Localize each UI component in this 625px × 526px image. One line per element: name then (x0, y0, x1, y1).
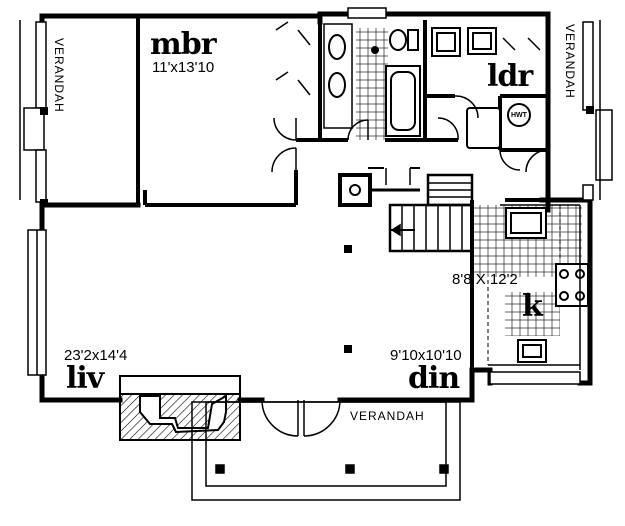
room-size-mbr: 11'x13'10 (152, 59, 215, 76)
bath-fixtures (323, 23, 421, 137)
room-name-liv: liv (66, 361, 104, 396)
room-size-din: 9'10x10'10 (390, 347, 462, 364)
verandah-label-right: VERANDAH (563, 24, 577, 99)
room-name-kitchen: k (522, 289, 543, 324)
verandahs (19, 20, 601, 501)
room-size-liv: 23'2x14'4 (64, 347, 128, 364)
room-name-ldr: ldr (487, 59, 533, 94)
kitchen-fixtures (487, 204, 589, 370)
posts (40, 106, 594, 353)
room-name-mbr: mbr (150, 27, 217, 62)
room-name-din: din (408, 361, 460, 396)
verandah-label-left: VERANDAH (52, 38, 66, 113)
hot-water-tank-label: HWT (511, 112, 527, 119)
laundry-fixtures (431, 27, 531, 149)
verandah-label-bottom: VERANDAH (350, 409, 425, 423)
staircase (388, 173, 474, 253)
fireplace (119, 375, 241, 441)
room-size-kitchen: 8'8 X 12'2 (452, 271, 518, 288)
closets (338, 167, 420, 207)
doors (261, 21, 549, 437)
